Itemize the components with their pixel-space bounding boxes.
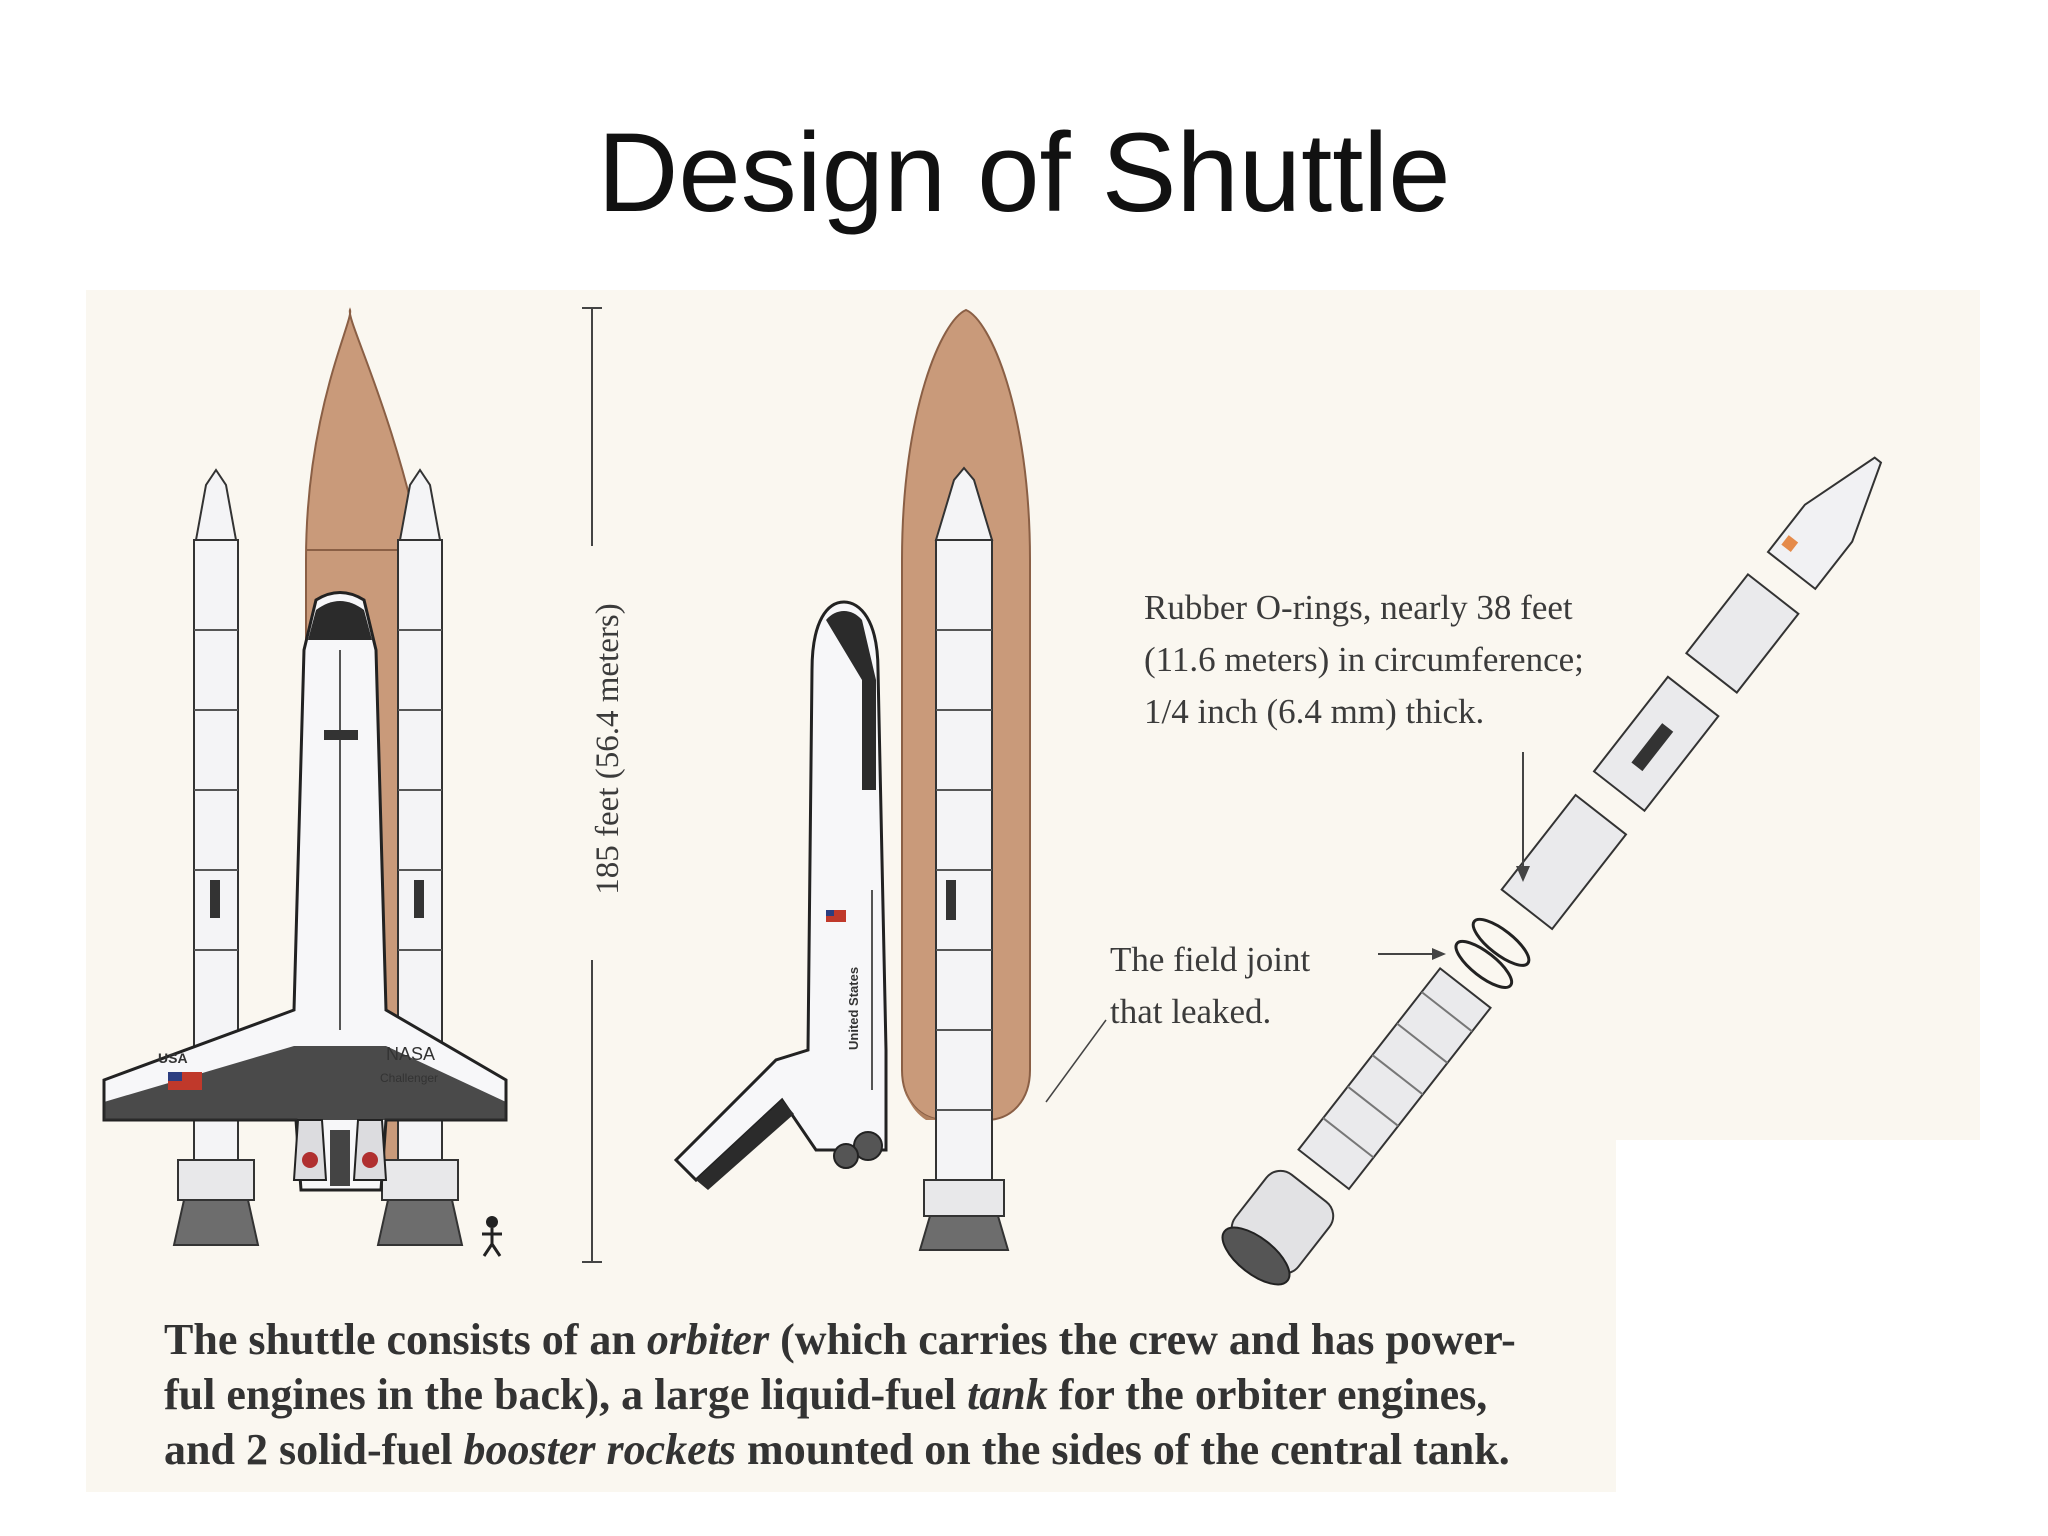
- front-orbiter: [102, 591, 508, 1192]
- side-orbiter: [673, 600, 888, 1190]
- slide-title: Design of Shuttle: [597, 110, 1451, 235]
- o-ring-annotation-line-3: 1/4 inch (6.4 mm) thick.: [1144, 692, 1485, 731]
- side-view-illustration: United States: [673, 308, 1031, 1251]
- field-joint-annotation-line-2: that leaked.: [1110, 992, 1272, 1031]
- height-scale: [576, 307, 608, 1263]
- field-joint-annotation-line-1: The field joint: [1110, 940, 1311, 979]
- caption-segment: ful engines in the back), a large liquid…: [164, 1370, 968, 1419]
- front-view-illustration: USA NASA Challenger: [102, 307, 508, 1257]
- caption-segment: (which carries the crew and has power-: [769, 1315, 1516, 1364]
- orbiter-name-marking: Challenger: [380, 1071, 438, 1085]
- caption-segment: The shuttle consists of an: [164, 1315, 647, 1364]
- field-joint-annotation: The field joint that leaked.: [1110, 934, 1310, 1038]
- booster-segment-2: [1500, 793, 1628, 931]
- exploded-booster-segments: [1221, 456, 1883, 1286]
- caption-term-boosters: booster rockets: [463, 1425, 737, 1474]
- exploded-booster-illustration: [1045, 456, 1883, 1286]
- caption-term-tank: tank: [967, 1370, 1048, 1419]
- side-booster: [918, 466, 1010, 1251]
- o-ring-annotation-line-1: Rubber O-rings, nearly 38 feet: [1144, 588, 1573, 627]
- caption-segment: and 2 solid-fuel: [164, 1425, 464, 1474]
- figure-caption: The shuttle consists of an orbiter (whic…: [164, 1312, 1624, 1477]
- o-ring-annotation: Rubber O-rings, nearly 38 feet (11.6 met…: [1144, 582, 1584, 738]
- orbiter-agency-marking: NASA: [386, 1044, 435, 1064]
- height-label-backing: [576, 546, 608, 960]
- shuttle-diagram: USA NASA Challenger 185 feet (56.4 meter…: [86, 290, 1980, 1492]
- joint-leader-line: [1045, 1019, 1107, 1103]
- caption-segment: for the orbiter engines,: [1047, 1370, 1488, 1419]
- o-ring-annotation-line-2: (11.6 meters) in circumference;: [1144, 640, 1584, 679]
- paper-bg-bottom: [86, 1140, 1616, 1492]
- orbiter-side-marking: United States: [846, 967, 861, 1050]
- booster-nose-segment: [1766, 456, 1883, 591]
- human-scale-figure: [482, 1216, 502, 1257]
- oring-arrow-head: [1516, 866, 1530, 882]
- caption-segment: mounted on the sides of the central tank…: [736, 1425, 1510, 1474]
- orbiter-country-marking: USA: [158, 1050, 188, 1066]
- booster-aft-segment: [1297, 966, 1492, 1191]
- caption-term-orbiter: orbiter: [646, 1315, 770, 1364]
- joint-arrow-head: [1432, 948, 1446, 960]
- booster-segment-4: [1684, 572, 1800, 694]
- o-ring-2: [1471, 917, 1531, 967]
- o-ring-1: [1454, 939, 1514, 989]
